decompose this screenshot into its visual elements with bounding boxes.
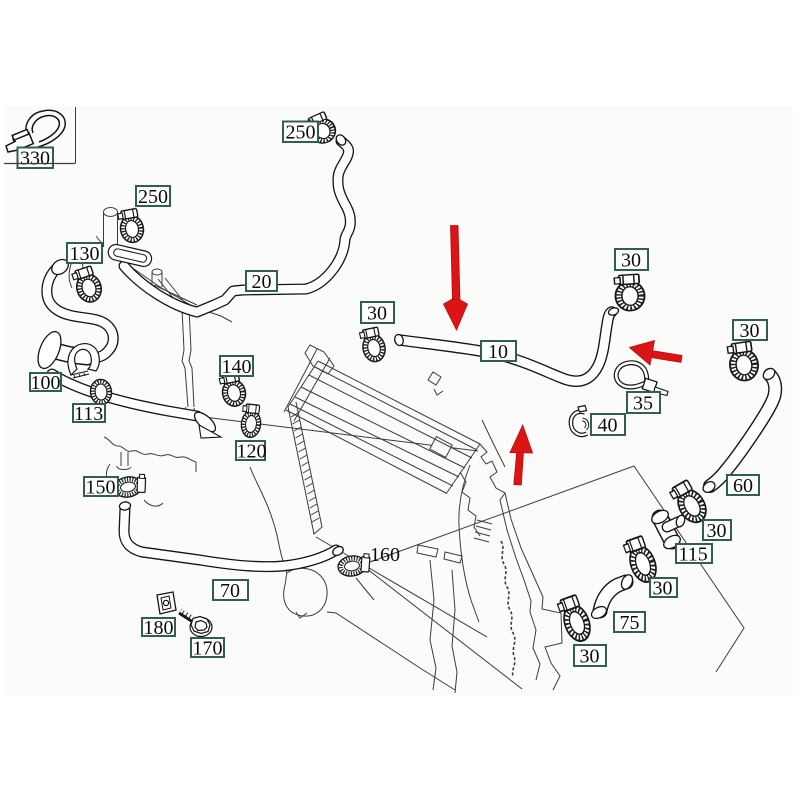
svg-text:115: 115 bbox=[679, 544, 708, 566]
svg-text:10: 10 bbox=[488, 341, 508, 363]
svg-text:30: 30 bbox=[621, 250, 641, 272]
svg-text:60: 60 bbox=[733, 475, 753, 497]
svg-text:170: 170 bbox=[193, 638, 223, 660]
svg-text:250: 250 bbox=[286, 122, 316, 144]
svg-text:100: 100 bbox=[31, 372, 61, 394]
svg-text:35: 35 bbox=[633, 393, 653, 415]
svg-text:30: 30 bbox=[367, 303, 387, 325]
svg-text:160: 160 bbox=[370, 544, 400, 566]
svg-text:150: 150 bbox=[86, 477, 116, 499]
svg-text:250: 250 bbox=[138, 186, 168, 208]
svg-text:180: 180 bbox=[144, 617, 174, 639]
svg-text:30: 30 bbox=[707, 520, 727, 542]
svg-text:40: 40 bbox=[598, 415, 618, 437]
svg-text:140: 140 bbox=[222, 356, 252, 378]
svg-text:113: 113 bbox=[74, 403, 103, 425]
svg-text:30: 30 bbox=[653, 578, 673, 600]
svg-text:130: 130 bbox=[70, 243, 100, 265]
svg-text:70: 70 bbox=[220, 580, 240, 602]
svg-text:120: 120 bbox=[237, 441, 267, 463]
svg-text:30: 30 bbox=[740, 320, 760, 342]
svg-text:75: 75 bbox=[620, 612, 640, 634]
svg-text:30: 30 bbox=[580, 646, 600, 668]
svg-text:20: 20 bbox=[252, 271, 272, 293]
svg-text:330: 330 bbox=[20, 148, 50, 170]
